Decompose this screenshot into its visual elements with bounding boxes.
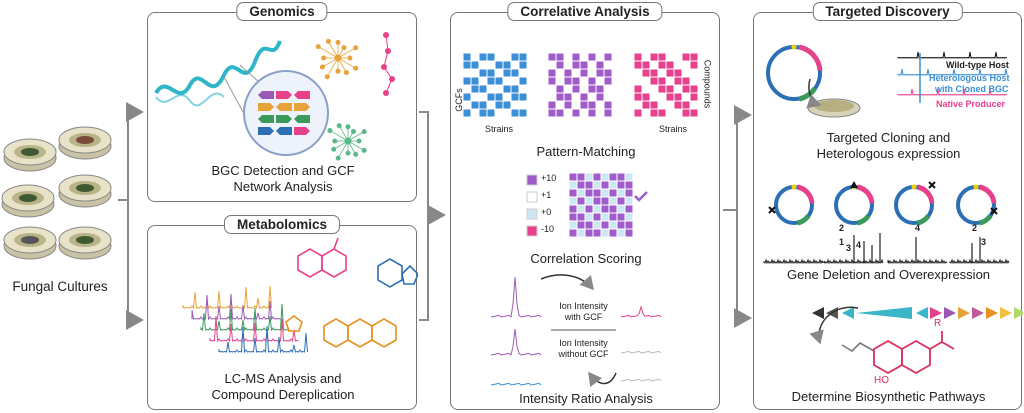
strains-label-2: Strains: [659, 124, 688, 134]
heterologous-label-1: Heterologous Host: [929, 73, 1010, 83]
fungal-plates-icon: [1, 126, 112, 260]
peak-label-0: 2: [839, 223, 845, 233]
pathway-caption: Determine Biosynthetic Pathways: [791, 389, 986, 404]
score-legend: [526, 174, 538, 237]
check-icon: [634, 191, 648, 202]
legend-value-2: +0: [541, 207, 552, 217]
gcfs-axis-label: GCFs: [453, 88, 464, 112]
metabolomics-caption-1: LC-MS Analysis and: [224, 371, 342, 386]
peak-label-2: 3: [846, 243, 852, 253]
deletion-caption: Gene Deletion and Overexpression: [786, 267, 991, 282]
native-producer-label: Native Producer: [936, 99, 1006, 109]
bgc-zoom-icon: [243, 70, 329, 156]
correlative-title: Correlative Analysis: [507, 2, 663, 21]
metabolomics-caption-2: Compound Dereplication: [211, 387, 355, 402]
lcms-chromatogram-icon: [182, 285, 308, 354]
arrow-genomics-out: [419, 111, 429, 215]
arrow-to-metabolomics: [126, 200, 144, 330]
gcf-matrix-purple: [547, 52, 613, 118]
arrow-to-genomics: [118, 102, 144, 201]
plasmid-icon: [766, 44, 823, 102]
ms-spectra-icon: [897, 51, 1008, 103]
targeted-illustration: [763, 44, 1023, 375]
genomics-title: Genomics: [236, 2, 328, 21]
arrow-to-pathways: [734, 210, 752, 328]
legend-value-3: -10: [541, 224, 555, 234]
peak-label-1: 1: [839, 237, 845, 247]
legend-value-0: +10: [541, 173, 557, 183]
arrow-from-correlative: [723, 105, 752, 211]
compound-matrix-pink: [633, 52, 699, 118]
compounds-axis-label: Compounds: [702, 59, 713, 109]
ratio-caption: Intensity Ratio Analysis: [519, 391, 653, 406]
gcf-matrix-blue: [462, 52, 528, 118]
network-pink-icon: [381, 32, 395, 96]
strains-label-1: Strains: [485, 124, 514, 134]
genomics-caption-1: BGC Detection and GCF: [211, 163, 355, 178]
pattern-caption: Pattern-Matching: [536, 144, 636, 159]
fungal-cultures-label: Fungal Cultures: [12, 279, 108, 294]
gene-cluster-arrows: [812, 307, 1023, 319]
network-green-icon: [327, 123, 367, 161]
legend-value-1: +1: [541, 190, 552, 200]
network-orange-icon: [315, 38, 359, 80]
ion-with-label-2: with GCF: [564, 312, 603, 322]
metabolomics-panel: Metabolomics LC-MS Analysis and Compound…: [147, 215, 418, 410]
ion-with-label-1: Ion Intensity: [559, 301, 608, 311]
deletion-plasmids: [768, 181, 998, 226]
targeted-panel: Targeted Discovery Wild-type Host Hetero…: [753, 2, 1023, 410]
ratio-arrow-top: [540, 274, 594, 291]
correlative-panel: Correlative Analysis GCFs Compounds Stra…: [450, 2, 720, 410]
peak-label-3: 4: [856, 240, 862, 250]
metabolomics-illustration: [182, 237, 418, 354]
cloning-caption-1: Targeted Cloning and: [826, 130, 951, 145]
ratio-arrow-bottom: [588, 371, 617, 388]
cloning-caption-2: Heterologous expression: [816, 146, 961, 161]
ion-without-label-1: Ion Intensity: [559, 338, 608, 348]
wild-type-label: Wild-type Host: [946, 60, 1009, 70]
ion-without-label-2: without GCF: [558, 349, 609, 359]
targeted-title: Targeted Discovery: [812, 2, 963, 21]
substituent-r: R: [934, 318, 942, 329]
deletion-spectra: [763, 233, 1010, 265]
metabolomics-title: Metabolomics: [223, 215, 341, 234]
pathway-product-structure: [873, 331, 955, 375]
correlative-illustration: [462, 52, 699, 388]
substituent-ho: HO: [874, 375, 889, 386]
genomics-illustration: [154, 32, 395, 161]
dna-strand-icon: [154, 40, 282, 96]
peak-label-6: 3: [981, 237, 987, 247]
heterologous-label-2: with Cloned BGC: [935, 84, 1009, 94]
arrow-metabolomics-out: [419, 215, 429, 321]
peak-label-5: 2: [972, 223, 978, 233]
peak-label-4: 4: [915, 223, 921, 233]
score-matrix: [568, 172, 634, 238]
genomics-panel: Genomics BGC Detection and GCF Network A…: [147, 2, 417, 202]
ion-intensity-traces: [490, 276, 662, 386]
genomics-caption-2: Network Analysis: [233, 179, 333, 194]
scoring-caption: Correlation Scoring: [530, 251, 642, 266]
gene-arrows-icon: [258, 91, 310, 135]
compound-structure-icon: [285, 237, 418, 348]
